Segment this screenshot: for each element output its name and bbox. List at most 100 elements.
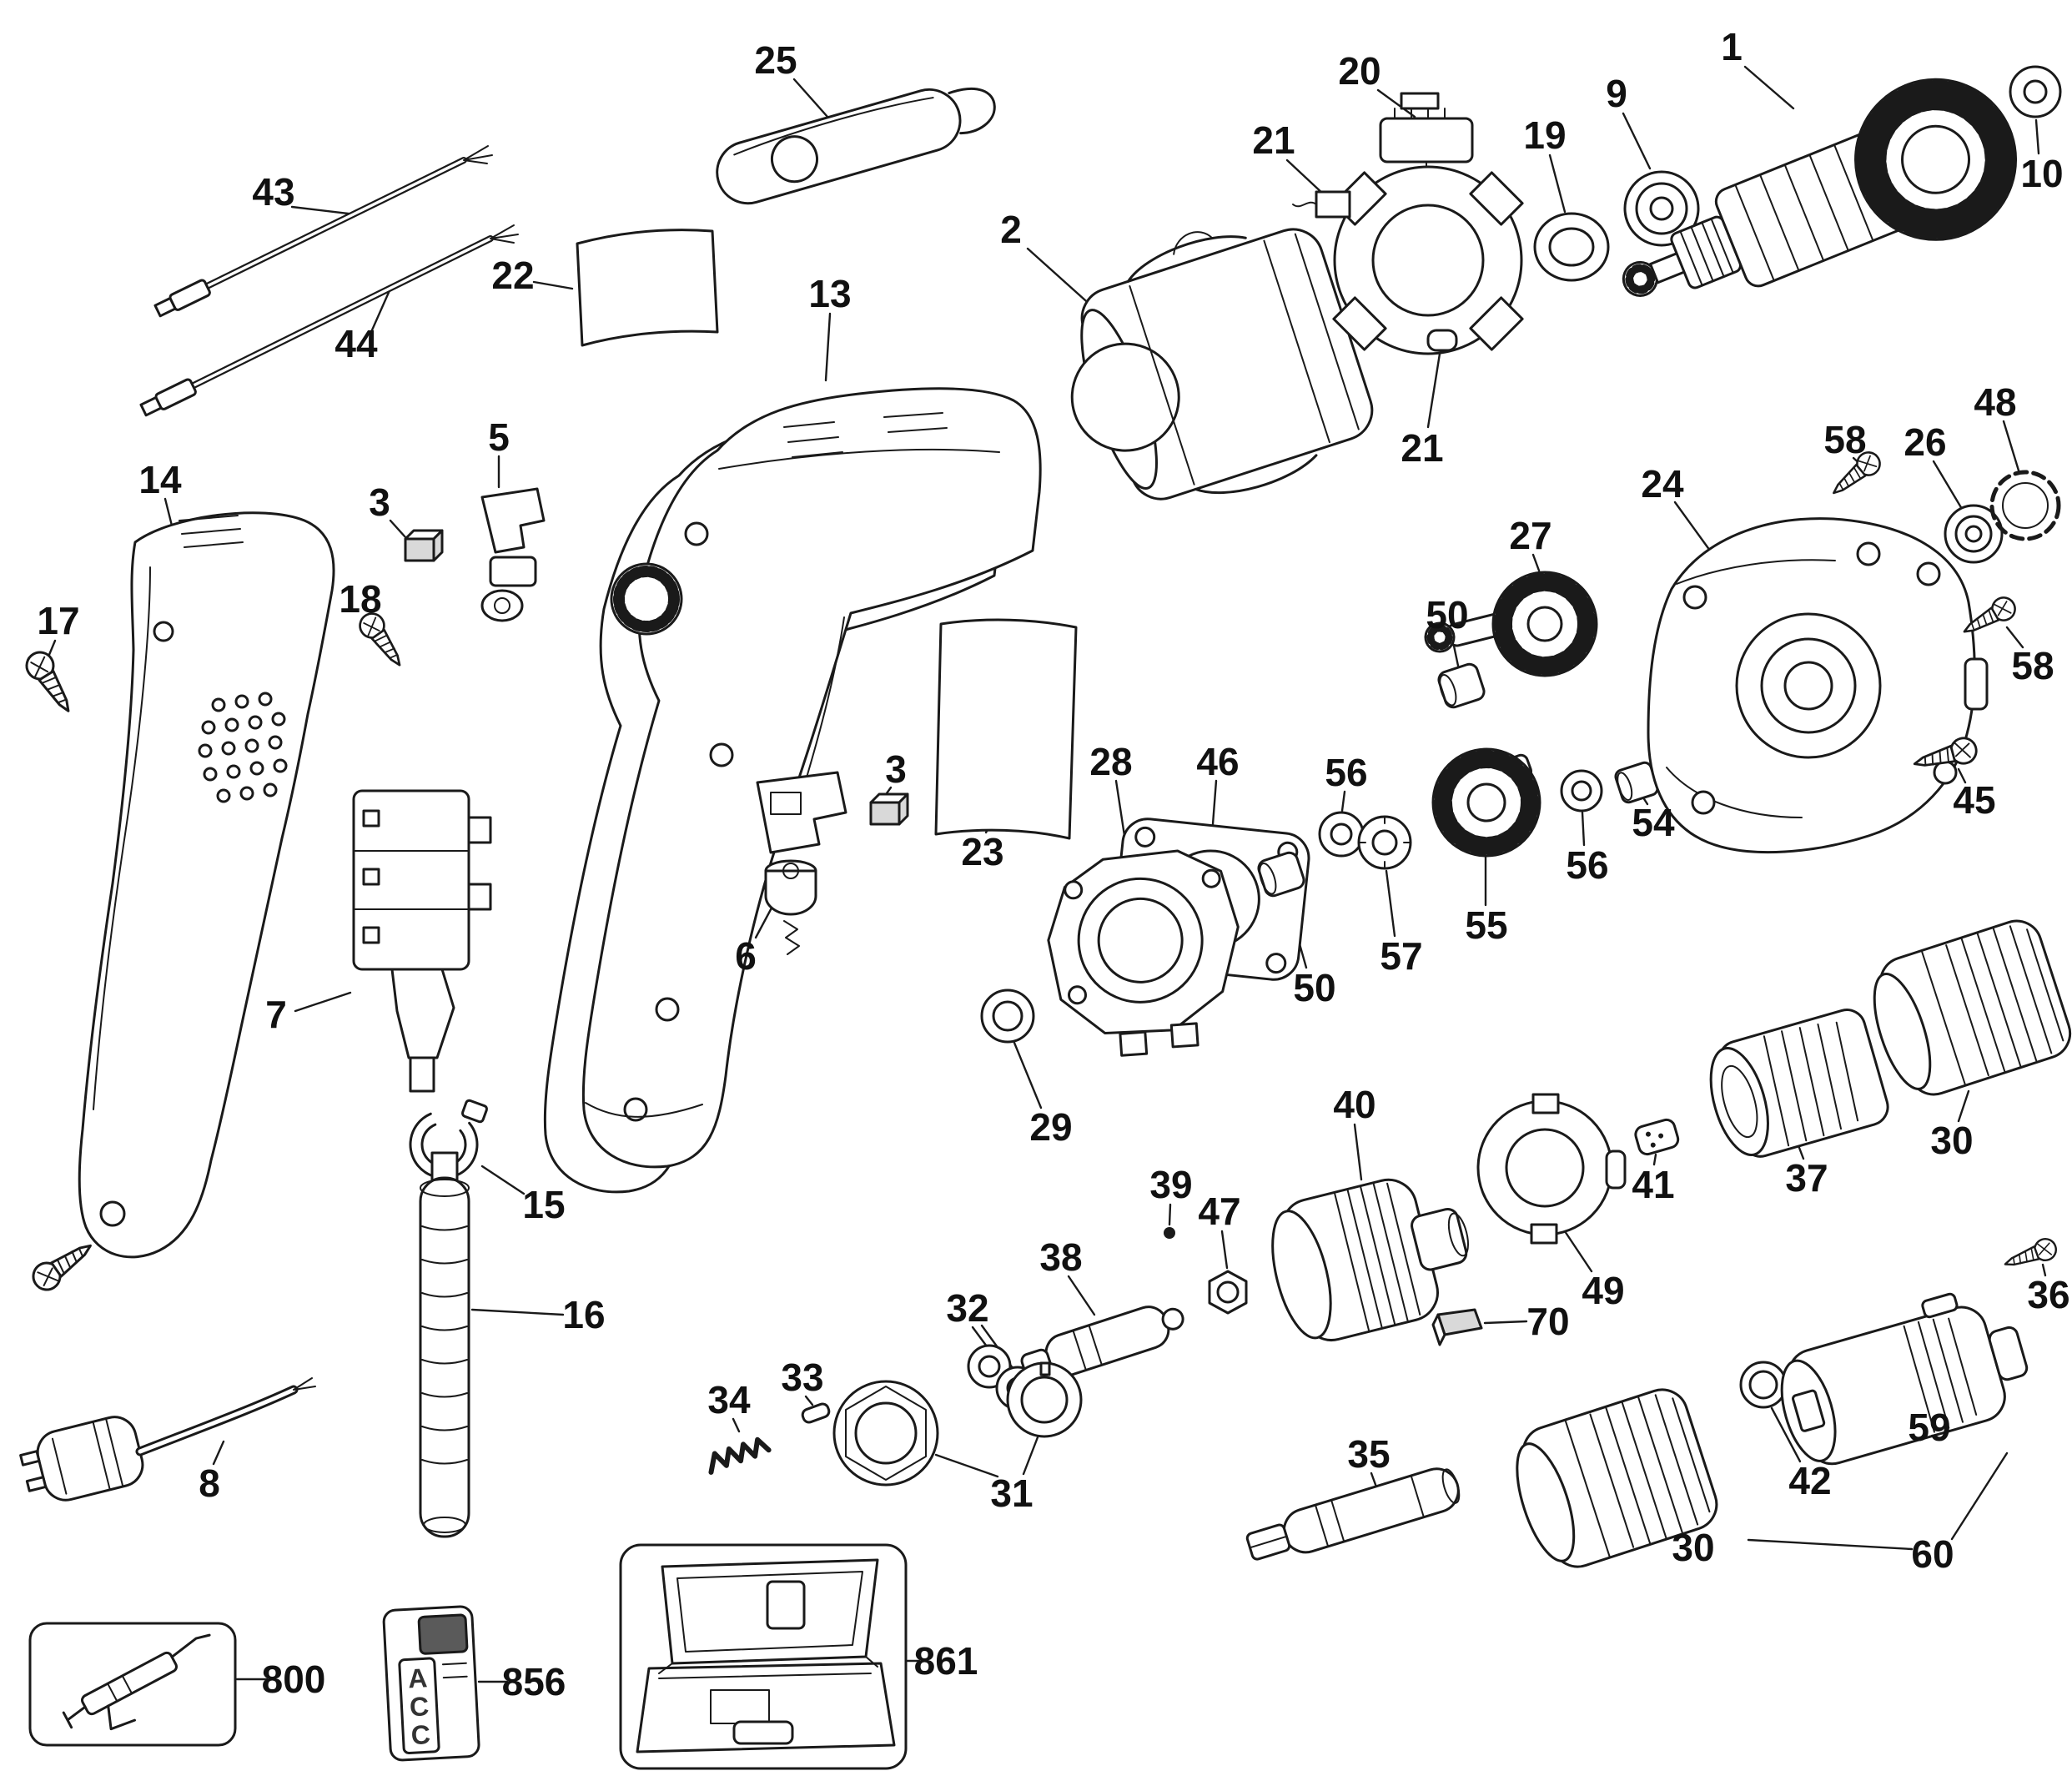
part-856-acc-card-drawing: A C C xyxy=(382,1605,480,1762)
part-29-washer-drawing xyxy=(980,989,1035,1044)
part-57-washer-drawing xyxy=(1357,815,1412,870)
callout-14: 14 xyxy=(138,458,182,501)
part-20-brush-ring-drawing xyxy=(1292,92,1524,355)
callout-45: 45 xyxy=(1953,778,1995,822)
callout-40: 40 xyxy=(1333,1083,1375,1126)
part-30-sleeve-drawing xyxy=(1858,913,2072,1107)
part-13-housing-drawing xyxy=(543,387,1042,1194)
callout-50: 50 xyxy=(1426,593,1468,636)
part-41-pin-drawing xyxy=(1634,1118,1680,1156)
part-3-brush-block-drawing xyxy=(404,529,909,826)
part-40-clutch-collar-drawing xyxy=(1271,1178,1469,1341)
leader-line-34 xyxy=(732,1417,741,1433)
part-47-nut-drawing xyxy=(1208,1270,1248,1315)
part-55-gear-drawing xyxy=(1431,747,1541,858)
callout-33: 33 xyxy=(781,1356,823,1399)
callout-30: 30 xyxy=(1672,1526,1714,1569)
callout-48: 48 xyxy=(1974,380,2016,424)
part-2-field-drawing xyxy=(1070,228,1374,501)
callout-2: 2 xyxy=(1000,208,1022,251)
leader-line-10 xyxy=(2034,118,2040,155)
part-34-spring-drawing xyxy=(708,1436,772,1475)
callout-55: 55 xyxy=(1465,903,1507,947)
leader-line-47 xyxy=(1220,1230,1229,1270)
part-37-threaded-collar-drawing xyxy=(1709,1009,1889,1158)
part-25-paddle-drawing xyxy=(716,87,996,205)
callout-9: 9 xyxy=(1606,72,1627,115)
callout-10: 10 xyxy=(2020,152,2063,195)
callout-6: 6 xyxy=(735,934,757,978)
part-5-brush-holder-drawing xyxy=(480,487,546,622)
leader-line-41 xyxy=(1652,1153,1657,1166)
part-800-accessory-drawing xyxy=(28,1622,237,1747)
callout-8: 8 xyxy=(199,1462,220,1505)
callout-37: 37 xyxy=(1785,1156,1828,1200)
part-21-brush-drawing xyxy=(1292,190,1458,352)
leader-line-48 xyxy=(2002,420,2020,472)
callout-1: 1 xyxy=(1721,25,1743,68)
leader-line-27 xyxy=(1531,553,1541,572)
leader-line-9 xyxy=(1622,112,1652,170)
callout-25: 25 xyxy=(754,38,797,82)
leader-line-16 xyxy=(470,1308,565,1316)
part-42-oring-drawing xyxy=(1739,1361,1788,1409)
callout-46: 46 xyxy=(1196,740,1239,783)
leader-line-8 xyxy=(212,1440,225,1466)
part-8-cord-drawing xyxy=(19,1377,316,1502)
part-31-chuck-nut-drawing xyxy=(832,1361,1083,1487)
callout-58: 58 xyxy=(2011,644,2054,687)
leader-line-42 xyxy=(1770,1406,1802,1463)
part-59-spindle-housing-drawing xyxy=(1780,1292,2029,1466)
callout-32: 32 xyxy=(946,1286,988,1330)
part-36-screw-drawing xyxy=(2000,1235,2060,1275)
part-27-gear-drawing xyxy=(1424,571,1598,677)
part-7-switch-drawing xyxy=(352,789,492,1093)
acc-card-letter: C xyxy=(409,1691,430,1722)
part-39-ball-drawing xyxy=(1164,1227,1175,1239)
leader-line-39 xyxy=(1168,1203,1172,1226)
callout-34: 34 xyxy=(707,1378,751,1421)
acc-card-letter: C xyxy=(410,1719,431,1750)
part-10-washer-drawing xyxy=(2009,65,2062,118)
callout-861: 861 xyxy=(914,1639,978,1683)
leader-line-49 xyxy=(1563,1230,1593,1273)
callout-17: 17 xyxy=(37,599,79,642)
part-50-cylinder-drawing xyxy=(1257,662,1486,898)
exploded-parts-art: A C C xyxy=(19,65,2072,1770)
callout-800: 800 xyxy=(262,1658,326,1701)
leader-line-15 xyxy=(480,1165,526,1195)
callout-7: 7 xyxy=(265,993,287,1036)
leader-line-24 xyxy=(1673,501,1712,552)
leader-line-70 xyxy=(1483,1320,1528,1325)
part-49-cam-drawing xyxy=(1476,1093,1627,1245)
acc-card-letter: A xyxy=(407,1663,428,1693)
part-19-insulator-ring-drawing xyxy=(1533,212,1610,282)
part-43-44-lead-wires-drawing xyxy=(139,145,519,417)
part-16-side-handle-drawing xyxy=(419,1151,470,1538)
callout-23: 23 xyxy=(961,830,1003,873)
callout-15: 15 xyxy=(522,1183,565,1226)
callout-856: 856 xyxy=(502,1660,566,1703)
leader-line-43 xyxy=(290,205,357,216)
part-9-bearing-drawing xyxy=(1623,170,1700,247)
callout-21: 21 xyxy=(1252,118,1295,162)
leader-line-22 xyxy=(532,280,574,290)
callout-27: 27 xyxy=(1509,514,1551,557)
callout-54: 54 xyxy=(1632,801,1675,844)
leader-line-31 xyxy=(934,1453,999,1478)
part-26-bearing-drawing xyxy=(1944,504,2004,564)
callout-58: 58 xyxy=(1823,418,1866,461)
leader-line-56 xyxy=(1340,790,1346,813)
leader-line-25 xyxy=(792,78,829,118)
callout-56: 56 xyxy=(1566,843,1608,887)
callout-42: 42 xyxy=(1788,1459,1831,1502)
leader-line-46 xyxy=(1211,779,1218,826)
callout-43: 43 xyxy=(252,170,294,214)
callout-60: 60 xyxy=(1911,1532,1954,1576)
callout-44: 44 xyxy=(334,322,378,365)
part-56-washer-drawing xyxy=(1318,769,1603,858)
leader-line-40 xyxy=(1353,1123,1363,1181)
leader-line-60 xyxy=(1747,1538,1914,1551)
part-14-handle-cover-drawing xyxy=(27,511,335,1296)
